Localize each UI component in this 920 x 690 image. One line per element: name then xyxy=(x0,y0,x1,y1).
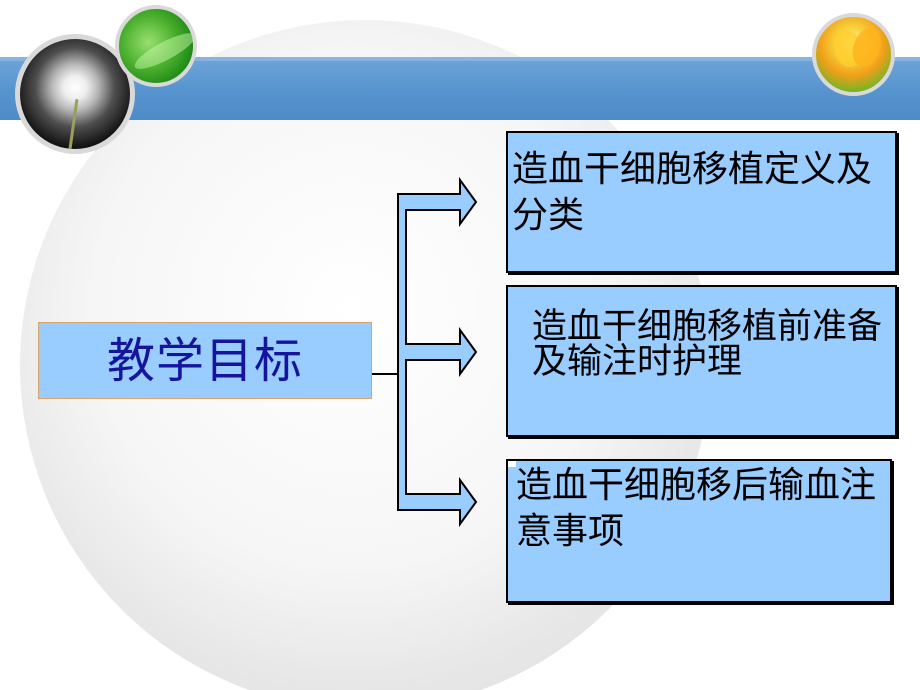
main-objective-box: 教学目标 xyxy=(38,322,372,399)
objective-item-3-corner-gap xyxy=(508,461,516,467)
leaf-photo xyxy=(115,5,197,87)
objective-item-1: 造血干细胞移植定义及分类 xyxy=(506,131,897,273)
objective-item-1-text: 造血干细胞移植定义及分类 xyxy=(512,149,873,236)
tulip-photo xyxy=(812,13,895,96)
objective-item-2: 造血干细胞移植前准备及输注时护理 xyxy=(506,285,897,437)
top-band-highlight xyxy=(0,57,920,61)
objective-item-3: 造血干细胞移后输血注意事项 xyxy=(506,459,892,603)
objective-item-2-text: 造血干细胞移植前准备及输注时护理 xyxy=(532,307,883,383)
bracket-arrow-shape xyxy=(372,176,478,528)
objective-item-3-text: 造血干细胞移后输血注意事项 xyxy=(516,465,877,552)
main-objective-title: 教学目标 xyxy=(106,332,303,389)
connector-arrows xyxy=(372,176,478,528)
